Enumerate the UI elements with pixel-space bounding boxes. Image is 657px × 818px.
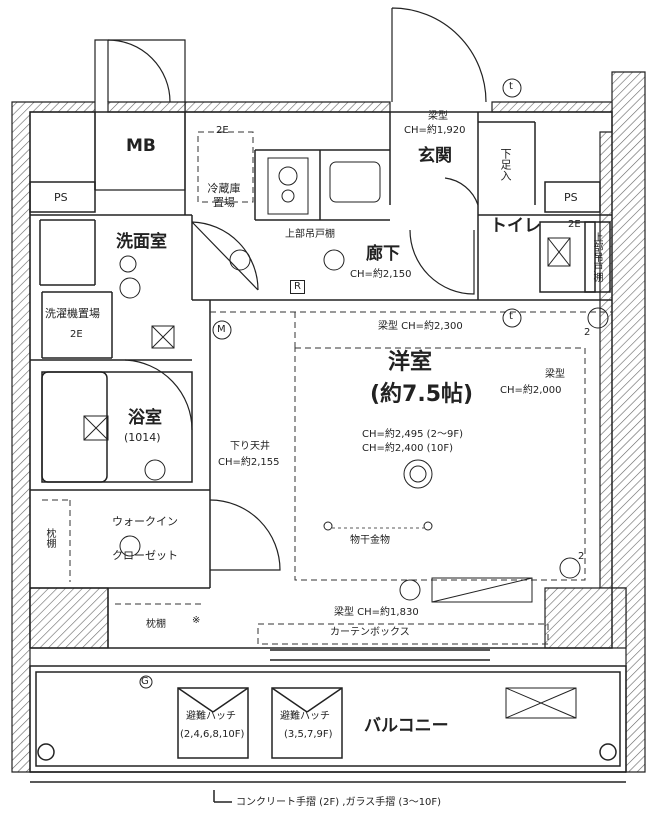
interior-lines: [29, 111, 613, 649]
symbol-r: R: [290, 280, 305, 294]
room-ps-left: PS: [54, 191, 68, 204]
balcony: [29, 649, 627, 803]
room-walkin-1: ウォークイン: [112, 515, 178, 528]
symbol-g: G: [141, 676, 149, 687]
lights: [119, 78, 609, 689]
bottom-right-hatch: [544, 587, 627, 649]
dashed-lines: [42, 131, 612, 645]
hatch2-label-2: (3,5,7,9F): [284, 729, 333, 740]
room-bath: 浴室: [128, 408, 162, 428]
room-walkin-2: クローゼット: [112, 549, 178, 562]
top-wall-mid: [184, 101, 391, 113]
symbol-2e-1: 2E: [216, 125, 229, 136]
room-entrance: 玄関: [418, 146, 452, 166]
room-ch-1: CH=約2,495 (2〜9F): [362, 429, 463, 440]
room-mb: MB: [126, 136, 156, 156]
symbol-t-mid: t: [509, 311, 513, 322]
symbol-star: ※: [192, 615, 201, 626]
beam-2300: 梁型 CH=約2,300: [378, 321, 463, 332]
room-fridge: 冷蔵庫置場: [207, 182, 241, 210]
room-ps-right: PS: [564, 191, 578, 204]
stove: [267, 157, 381, 215]
symbol-2-1: 2: [584, 327, 591, 338]
lowered-ceiling-1: 下り天井: [230, 441, 270, 452]
washroom-door: [191, 221, 259, 291]
beam-right-1: 梁型: [545, 369, 565, 380]
beam-entrance-2: CH=約1,920: [404, 125, 466, 136]
symbol-2e-2: 2E: [70, 329, 83, 340]
room-balcony: バルコニー: [364, 716, 449, 736]
toilet-door: [409, 229, 475, 295]
entrance-inner-door: [444, 177, 479, 206]
room-western-size: (約7.5帖): [370, 382, 474, 407]
room-corridor: 廊下: [366, 244, 400, 264]
bath-door: [124, 359, 193, 431]
upper-cabinet-label: 上部吊戸棚: [285, 229, 335, 240]
hatch1-label-2: (2,4,6,8,10F): [180, 729, 245, 740]
toilet-cabinet-label: 上部吊戸棚: [591, 232, 602, 282]
beam-entrance-1: 梁型: [428, 111, 448, 122]
wic-hatch: [29, 587, 109, 649]
top-wall-right: [491, 101, 613, 113]
corridor-ch: CH=約2,150: [350, 269, 412, 280]
drying-hardware-label: 物干金物: [350, 535, 390, 546]
room-ch-2: CH=約2,400 (10F): [362, 443, 453, 454]
entrance-door: [391, 7, 487, 103]
shelf-bottom: 枕棚: [146, 619, 166, 630]
curtain-box-label: カーテンボックス: [330, 627, 410, 638]
doors: [107, 7, 487, 571]
room-bath-size: (1014): [124, 431, 161, 444]
railing-label: コンクリート手摺 (2F) ,ガラス手摺 (3〜10F): [236, 797, 442, 808]
room-shoe-storage: 下足入: [499, 148, 512, 181]
hatch1-label-1: 避難ハッチ: [186, 711, 236, 722]
lowered-ceiling-2: CH=約2,155: [218, 457, 280, 468]
beam-1830: 梁型 CH=約1,830: [334, 607, 419, 618]
room-western: 洋室: [388, 350, 433, 375]
symbol-t-top: t: [509, 81, 513, 92]
walkin-door: [209, 499, 281, 571]
symbol-m: M: [217, 324, 226, 335]
room-toilet: トイレ: [490, 216, 541, 236]
room-washroom: 洗面室: [116, 232, 167, 252]
fixtures: [83, 237, 577, 719]
symbol-2-2: 2: [578, 551, 585, 562]
beam-right-2: CH=約2,000: [500, 385, 562, 396]
symbol-2e-3: 2E: [568, 219, 581, 230]
mb-hatch-top: [107, 101, 186, 113]
room-laundry: 洗濯機置場: [45, 307, 100, 320]
right-wall: [599, 71, 646, 773]
mb-door: [107, 39, 171, 103]
hatch2-label-1: 避難ハッチ: [280, 711, 330, 722]
shelf-left: 枕棚: [44, 528, 55, 548]
